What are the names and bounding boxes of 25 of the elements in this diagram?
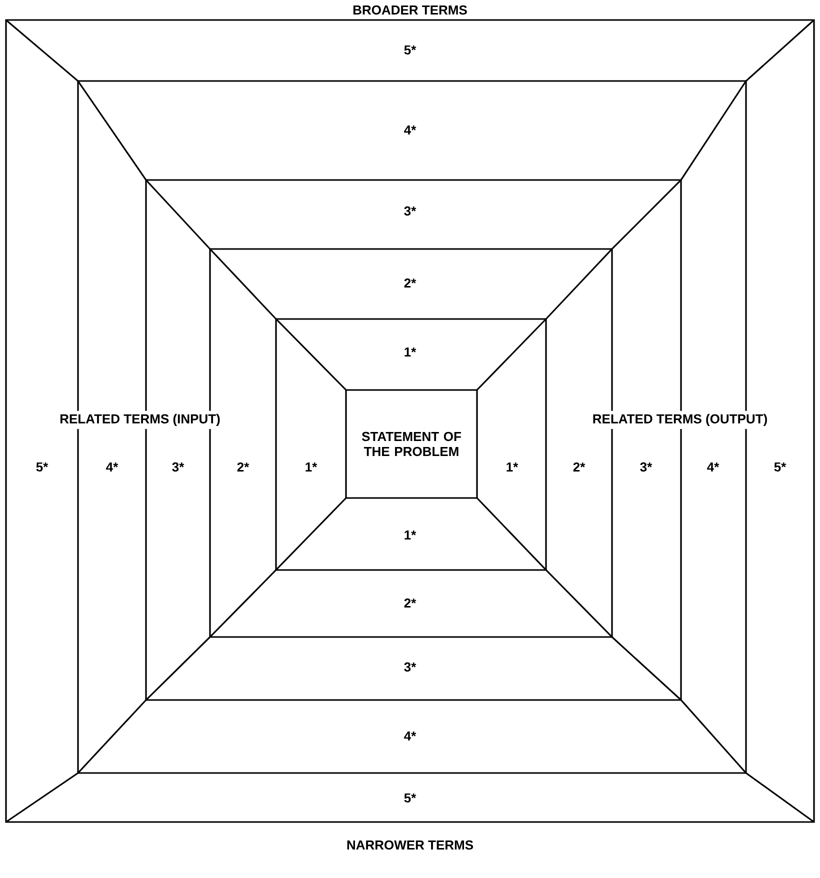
- band-number: 5*: [404, 45, 416, 55]
- band-number: 1*: [404, 348, 416, 356]
- band-number: 5*: [774, 462, 786, 472]
- band-number: 4*: [404, 732, 416, 740]
- band-number: 4*: [404, 126, 416, 134]
- band-number: 1*: [306, 462, 318, 472]
- band-number: 3*: [640, 462, 652, 472]
- heading: RELATED TERMS (OUTPUT): [589, 410, 771, 430]
- heading: BROADER TERMS: [350, 2, 470, 18]
- band-number: 2*: [404, 278, 416, 288]
- band-number: 3*: [404, 206, 416, 216]
- band-number: 4*: [707, 462, 720, 472]
- problem-box: STATEMENT OF THE PROBLEM: [345, 389, 478, 499]
- heading: NARROWER TERMS: [343, 837, 477, 853]
- band-number: 3*: [172, 462, 184, 472]
- heading: RELATED TERMS (INPUT): [56, 410, 224, 430]
- band-number: 2*: [573, 462, 586, 472]
- band-number: 2*: [404, 598, 416, 608]
- band-number: 2*: [237, 462, 250, 472]
- band-number: 5*: [404, 793, 416, 803]
- band-number: 1*: [506, 462, 518, 472]
- band-number: 1*: [404, 530, 416, 540]
- band-number: 5*: [36, 462, 48, 472]
- band-number: 4*: [106, 462, 118, 472]
- band-number: 3*: [404, 662, 416, 672]
